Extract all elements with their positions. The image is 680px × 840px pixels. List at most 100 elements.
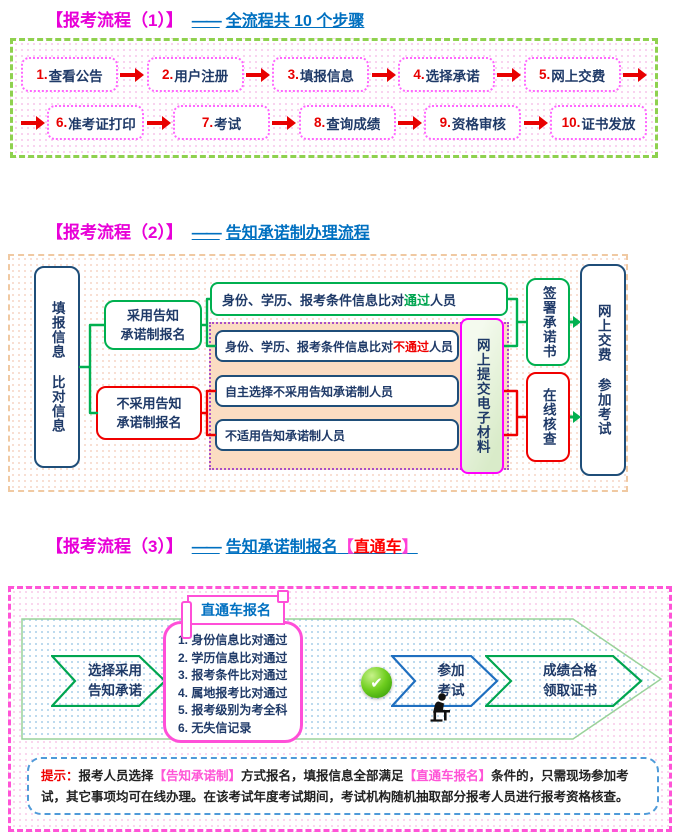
ribbon-express-register: 直通车报名 — [181, 590, 289, 639]
fill-info-compare-label: 填报信息 比对信息 — [49, 301, 65, 433]
step-number: 5. — [538, 67, 551, 82]
express-lane-panel: 选择采用 告知承诺 直通车报名 1. 身份信息比对通过 2. 学历信息比对通过 … — [8, 586, 672, 832]
compare-fail-suffix: 人员 — [429, 339, 454, 354]
step-box-9: 9.资格审核 — [424, 105, 522, 140]
tip-highlight-2: 【直通车报名】 — [403, 769, 492, 783]
check-icon: ✔ — [361, 667, 392, 698]
compare-fail-highlight: 不通过 — [393, 339, 430, 354]
step-number: 1. — [36, 67, 48, 82]
step-box-2: 2.用户注册 — [146, 57, 244, 92]
step-label: 用户注册 — [174, 68, 229, 84]
arrow-right-icon — [371, 67, 396, 82]
not-adopt-commitment-box: 不采用告知 承诺制报名 — [96, 386, 202, 440]
tip-label: 提示： — [41, 769, 79, 783]
chevron-outline — [485, 655, 643, 707]
compare-pass-suffix: 人员 — [430, 292, 457, 308]
step-number: 2. — [162, 67, 174, 82]
compare-fail-prefix: 身份、学历、报考条件信息比对 — [225, 339, 394, 354]
tip-highlight-1: 【告知承诺制】 — [153, 769, 242, 783]
step-number: 7. — [201, 115, 214, 130]
step-label: 查看公告 — [48, 68, 103, 84]
section1-title-link[interactable]: ——全流程共 10 个步骤 — [188, 13, 365, 30]
section1-title-bracket: 【报考流程（1）】 — [46, 11, 183, 30]
not-applicable-commitment-box: 不适用告知承诺制人员 — [215, 419, 459, 451]
step-label: 查询成绩 — [326, 116, 381, 132]
ribbon-label: 直通车报名 — [201, 602, 271, 618]
step-number: 6. — [55, 115, 68, 130]
online-upload-materials-box: 网上提交电子材料 — [460, 318, 504, 474]
check-glyph: ✔ — [370, 674, 383, 692]
section2-title-bracket: 【报考流程（2）】 — [46, 223, 183, 242]
express-conditions-list: 1. 身份信息比对通过 2. 学历信息比对通过 3. 报考条件比对通过 4. 属… — [163, 621, 303, 743]
sign-commitment-box: 签署承诺书 — [526, 278, 570, 366]
step-box-8: 8.查询成绩 — [298, 105, 396, 140]
arrow-right-icon — [622, 67, 647, 82]
chevron-pass-certificate: 成绩合格 领取证书 — [485, 655, 643, 707]
step-box-4: 4.选择承诺 — [397, 57, 495, 92]
step-box-5: 5.网上交费 — [523, 57, 621, 92]
condition-item: 6. 无失信记录 — [178, 720, 252, 735]
condition-item: 4. 属地报考比对通过 — [178, 685, 288, 700]
chevron-pass-certificate-label: 成绩合格 领取证书 — [543, 663, 597, 698]
step-label: 选择承诺 — [425, 68, 480, 84]
hot-bracket-open: 【 — [337, 539, 354, 556]
step-box-3: 3.填报信息 — [272, 57, 370, 92]
condition-item: 3. 报考条件比对通过 — [178, 668, 288, 682]
chevron-outline — [391, 655, 499, 707]
title-dash: —— — [191, 13, 222, 30]
title-dash: —— — [191, 539, 222, 556]
arrow-right-icon — [497, 67, 522, 82]
arrow-right-icon — [21, 115, 45, 130]
arrow-right-icon — [146, 115, 171, 130]
section1-title-link-text: 全流程共 10 个步骤 — [225, 13, 365, 30]
section2-title-link-text: 告知承诺制办理流程 — [225, 225, 370, 242]
section3-title-link-text: 告知承诺制报名 — [225, 539, 338, 556]
section2-title: 【报考流程（2）】 ——告知承诺制办理流程 — [46, 218, 370, 243]
step-label: 网上交费 — [551, 68, 606, 84]
step-box-7: 7.考试 — [172, 105, 270, 140]
compare-fail-box: 身份、学历、报考条件信息比对不通过人员 — [215, 330, 459, 362]
condition-item: 5. 报考级别为考全科 — [178, 703, 288, 717]
compare-pass-prefix: 身份、学历、报考条件信息比对 — [222, 292, 405, 308]
section3-title-bracket: 【报考流程（3）】 — [46, 537, 183, 556]
step-label: 证书发放 — [581, 116, 636, 132]
hot-bracket-close: 】 — [401, 539, 418, 556]
online-verify-label: 在线核查 — [540, 388, 556, 446]
compare-pass-highlight: 通过 — [404, 292, 431, 308]
process-10-steps-panel: 1.查看公告 2.用户注册 3.填报信息 4.选择承诺 5.网上交费 6.准考证… — [10, 38, 658, 158]
compare-pass-box: 身份、学历、报考条件信息比对通过人员 — [210, 282, 508, 316]
hot-label: 直通车 — [353, 539, 402, 556]
step-box-6: 6.准考证打印 — [47, 105, 145, 140]
tip-note-box: 提示：报考人员选择【告知承诺制】方式报名，填报信息全部满足【直通车报名】条件的，… — [27, 757, 659, 815]
sign-commitment-label: 签署承诺书 — [540, 285, 556, 359]
online-verify-box: 在线核查 — [526, 372, 570, 462]
step-number: 8. — [314, 115, 326, 130]
self-choose-no-commitment-box: 自主选择不采用告知承诺制人员 — [215, 375, 459, 407]
condition-item: 2. 学历信息比对通过 — [178, 650, 288, 665]
online-upload-materials-label: 网上提交电子材料 — [474, 338, 490, 454]
step-label: 填报信息 — [299, 68, 354, 84]
pay-and-exam-label: 网上交费 参加考试 — [595, 304, 611, 436]
commitment-process-panel: 填报信息 比对信息 采用告知 承诺制报名 不采用告知 承诺制报名 身份、学历、报… — [8, 254, 628, 492]
step-number: 10. — [561, 115, 581, 130]
tip-text-1: 报考人员选择 — [78, 769, 154, 783]
section2-title-link[interactable]: ——告知承诺制办理流程 — [188, 225, 370, 242]
condition-item: 1. 身份信息比对通过 — [178, 633, 288, 647]
section3-title-link[interactable]: ——告知承诺制报名【直通车】 — [188, 539, 418, 556]
section3-title: 【报考流程（3）】 ——告知承诺制报名【直通车】 — [46, 532, 418, 557]
arrow-right-icon — [245, 67, 270, 82]
title-dash: —— — [191, 225, 222, 242]
step-number: 9. — [439, 115, 451, 130]
step-box-1: 1.查看公告 — [21, 57, 118, 92]
tip-text-3: 条件的，只需现场参加考试，其它事项均可在线办理。在该考试年度考试期间，考试机构随… — [41, 769, 629, 805]
arrow-right-icon — [120, 67, 145, 82]
chevron-outline — [51, 655, 167, 707]
pay-and-exam-box: 网上交费 参加考试 — [580, 264, 626, 476]
chevron-choose-commitment-label: 选择采用 告知承诺 — [88, 663, 142, 698]
step-box-10: 10.证书发放 — [549, 105, 647, 140]
section1-title: 【报考流程（1）】 ——全流程共 10 个步骤 — [46, 6, 364, 31]
person-desk-icon — [430, 693, 450, 722]
fill-info-compare-box: 填报信息 比对信息 — [34, 266, 80, 468]
steps-row-2: 6.准考证打印 7.考试 8.查询成绩 9.资格审核 10.证书发放 — [21, 105, 647, 140]
arrow-right-icon — [272, 115, 297, 130]
